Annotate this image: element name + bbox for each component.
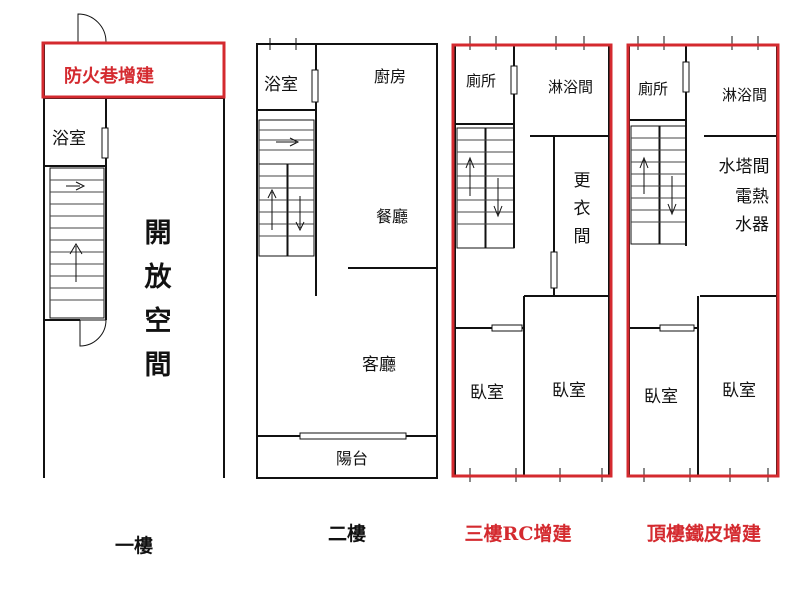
f3-shower-label: 淋浴間 (548, 78, 593, 96)
open-space-char-4: 間 (145, 350, 172, 381)
f3-dressing-char-3: 間 (574, 227, 591, 247)
f1-bath-label: 浴室 (52, 129, 86, 149)
f4-shower-label: 淋浴間 (722, 86, 767, 104)
side-door-icon (79, 319, 107, 347)
floor-1-plan: 防火巷增建 浴室 開 放 空 間 一樓 (41, 13, 226, 557)
f4-stairs-icon (630, 125, 687, 245)
f3-caption: 三樓RC增建 (465, 522, 572, 545)
f4-tower-line-2: 電熱 (735, 187, 769, 207)
f4-bedroom-right-label: 臥室 (722, 381, 756, 401)
f3-dressing-char-1: 更 (574, 171, 591, 191)
firewall-label: 防火巷增建 (64, 65, 154, 87)
entry-door-icon (77, 13, 107, 43)
floor-4-plan: 廁所 淋浴間 水塔間 電熱 水器 臥室 臥室 頂樓鐵皮增建 (626, 36, 780, 545)
f2-kitchen-label: 廚房 (374, 67, 406, 86)
f1-caption: 一樓 (115, 534, 153, 557)
f3-rc-extension-box (451, 43, 613, 478)
f4-bedroom-left-label: 臥室 (644, 387, 678, 407)
open-space-char-2: 放 (144, 261, 173, 293)
f3-dressing-char-2: 衣 (574, 199, 591, 219)
firewall-extension-box (41, 41, 226, 99)
f4-steel-extension-box (626, 43, 780, 478)
f3-bedroom-right-label: 臥室 (552, 381, 586, 401)
f4-toilet-label: 廁所 (638, 80, 668, 98)
floor-3-plan: 廁所 淋浴間 更 衣 間 臥室 臥室 三樓RC增建 (451, 36, 613, 545)
f4-tower-line-3: 水器 (735, 215, 769, 235)
f3-toilet-label: 廁所 (466, 72, 496, 90)
f2-living-label: 客廳 (362, 355, 396, 375)
f2-caption: 二樓 (328, 522, 366, 545)
open-space-char-3: 空 (145, 305, 172, 337)
f3-stairs-icon (456, 127, 515, 249)
bath-door-icon (101, 127, 109, 159)
f4-tower-line-1: 水塔間 (719, 157, 770, 177)
f2-balcony-label: 陽台 (336, 449, 368, 468)
f2-stairs-icon (258, 119, 315, 257)
f2-dining-label: 餐廳 (376, 207, 408, 226)
f2-bath-label: 浴室 (264, 75, 298, 95)
stairs-icon (49, 167, 105, 319)
floor-2-plan: 浴室 廚房 餐廳 客廳 陽台 二樓 (256, 38, 438, 545)
open-space-char-1: 開 (145, 218, 172, 249)
f4-caption: 頂樓鐵皮增建 (647, 522, 761, 545)
f3-bedroom-left-label: 臥室 (470, 383, 504, 403)
